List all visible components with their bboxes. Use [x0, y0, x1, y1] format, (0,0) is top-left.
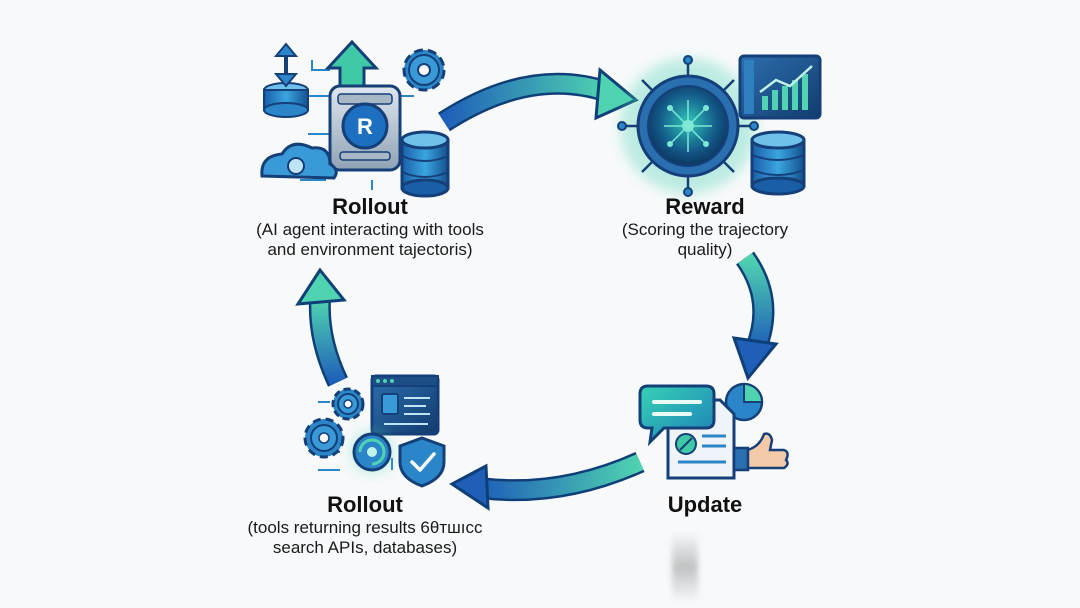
rollout-agent-desc-line2: and environment tajectoris): [267, 240, 473, 259]
search-swirl-icon: [350, 430, 394, 474]
arrow-update-to-rollout: [449, 451, 645, 511]
reward-title: Reward: [665, 194, 745, 219]
upload-arrow-icon: [324, 39, 380, 90]
terminal-window-icon: [370, 374, 440, 436]
rollout-agent-cluster: R: [260, 39, 450, 198]
reward-label: Reward (Scoring the trajectory quality): [585, 194, 825, 260]
update-label: Update: [630, 492, 780, 518]
robot-agent-icon: R: [328, 84, 402, 172]
rollout-tools-desc-line2: search APIs, databases): [272, 538, 458, 557]
chat-bubble-icon: [638, 384, 716, 447]
rollout-tools-label: Rollout (tools returning results 6θтшıсс…: [215, 492, 515, 558]
update-title: Update: [667, 492, 743, 517]
thumbs-up-hand-icon: [732, 432, 789, 472]
reward-desc-line2: quality): [677, 240, 733, 259]
database-icon: [750, 130, 806, 196]
arrow-reward-to-update: [731, 251, 779, 382]
gear-icon: [331, 387, 365, 421]
arrow-rollout-to-rollout: [295, 267, 348, 387]
rollout-tools-desc-line1: (tools returning results 6θтшıсс: [247, 518, 483, 537]
image-artifact-smudge: [672, 532, 698, 602]
reward-cluster: [617, 54, 822, 197]
shield-check-icon: [398, 436, 446, 488]
reward-desc-line1: (Scoring the trajectory: [621, 220, 789, 239]
robot-badge-letter: R: [357, 114, 373, 139]
arrow-rollout-to-reward: [438, 67, 639, 132]
update-cluster: [638, 382, 789, 480]
pie-chart-icon: [724, 382, 764, 422]
gear-icon: [402, 48, 446, 92]
network-orb-icon: [636, 74, 740, 178]
gear-icon: [303, 417, 345, 459]
line-chart-icon: [738, 54, 822, 120]
rollout-tools-title: Rollout: [327, 492, 403, 517]
cloud-icon: [260, 142, 338, 180]
database-icon: [400, 130, 450, 198]
rollout-agent-title: Rollout: [332, 194, 408, 219]
rollout-tools-cluster: [303, 374, 446, 488]
server-icon: [263, 42, 309, 118]
rollout-agent-desc-line1: (AI agent interacting with tools: [256, 220, 484, 239]
rollout-agent-label: Rollout (AI agent interacting with tools…: [205, 194, 535, 260]
